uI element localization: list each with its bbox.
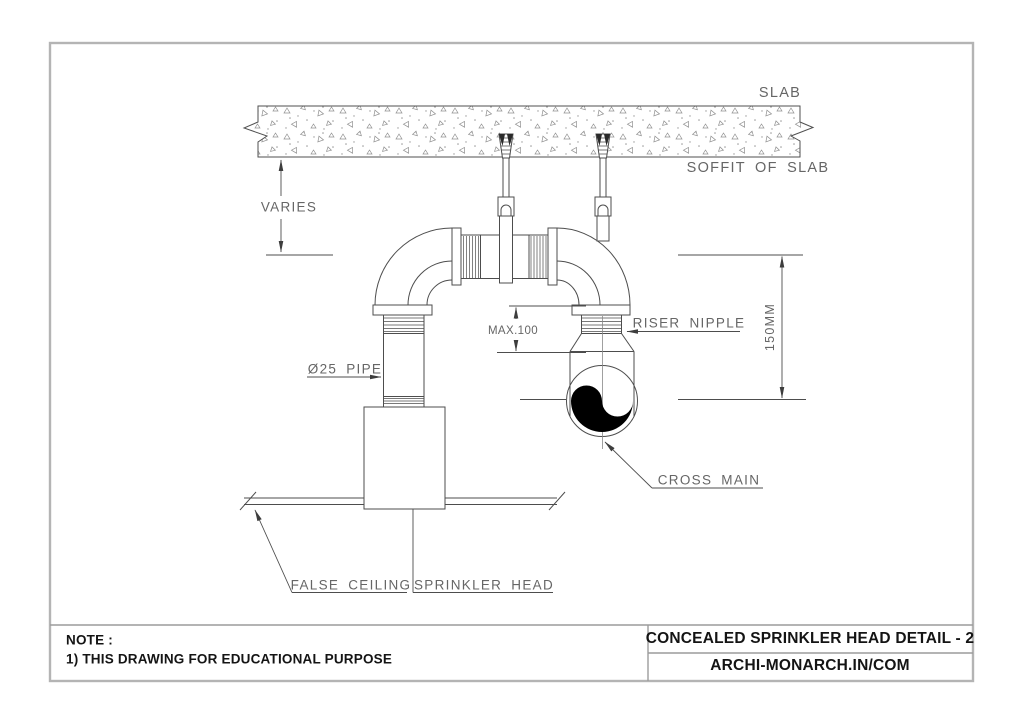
leader-sprinkler-head [412,509,553,593]
elbow-left [374,227,453,306]
max-100-dimension-label: MAX.100 [487,325,539,337]
drawing-source: ARCHI-MONARCH.IN/COM [710,657,910,674]
slab [242,105,815,158]
riser-nipple-pipe [569,315,635,352]
note-line-1: 1) THIS DRAWING FOR EDUCATIONAL PURPOSE [66,651,393,667]
pipe-25-label: Ø25 PIPE [307,361,383,377]
sheet-border [48,41,975,683]
sprinkler-head-label: SPRINKLER HEAD [414,577,554,593]
elbow-right [556,227,631,306]
drawing-title: CONCEALED SPRINKLER HEAD DETAIL - 2 [645,630,975,647]
dim-150mm-label: 150MM [763,302,777,352]
title-block-grid [50,624,973,681]
note-heading: NOTE : [66,632,113,648]
varies-dimension-label: VARIES [260,199,318,215]
hanger-rod-left [497,133,515,284]
sprinkler-housing-box [363,406,446,510]
cross-main-label: CROSS MAIN [657,472,761,488]
hanger-rod-right [594,133,612,242]
dim-max100 [497,305,586,353]
leader-false-ceiling [254,509,407,593]
drop-pipe [383,315,425,407]
dim-varies [266,159,333,256]
branch-pipe-assembly [372,227,631,316]
soffit-of-slab-label: SOFFIT OF SLAB [686,160,830,176]
false-ceiling-label: FALSE CEILING [290,577,412,593]
pipe-section-symbol [571,385,633,432]
riser-nipple-label: RISER NIPPLE [632,315,746,331]
slab-label: SLAB [758,85,802,101]
leader-cross-main [604,441,763,489]
dim-150mm [678,254,806,400]
